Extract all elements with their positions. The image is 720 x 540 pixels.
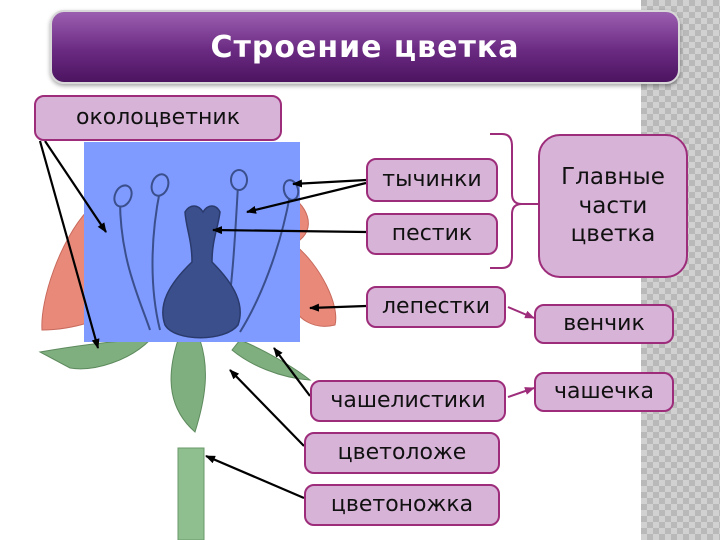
label-receptacle: цветоложе — [304, 432, 500, 474]
label-pedicel: цветоножка — [304, 484, 500, 526]
arrow-stamens-1 — [292, 178, 367, 188]
arrow-to-corolla — [507, 306, 535, 319]
stamen-filament — [119, 199, 151, 331]
arrow-pistil — [212, 226, 367, 235]
label-stamens: тычинки — [366, 158, 498, 202]
stamen-filament — [239, 194, 291, 333]
stamen-anther — [113, 184, 133, 208]
sepal-right — [231, 339, 312, 381]
label-corolla: венчик — [534, 304, 674, 344]
arrow-perianth-sepal — [38, 140, 100, 349]
stamen-filament — [151, 189, 161, 331]
label-pistil: пестик — [366, 213, 498, 255]
stamen-anther — [150, 173, 170, 197]
arrow-receptacle — [229, 369, 305, 447]
label-petals: лепестки — [366, 286, 506, 328]
page-title: Строение цветка — [210, 29, 520, 65]
arrow-petals — [309, 303, 367, 312]
arrow-sepals — [273, 347, 311, 397]
label-calyx: чашечка — [534, 372, 674, 412]
stamen-anther — [230, 169, 248, 191]
pistil-shape — [162, 205, 241, 339]
sepal-center — [170, 339, 206, 433]
label-main-parts: Главные части цветка — [538, 134, 688, 278]
title-bar: Строение цветка — [50, 10, 680, 84]
label-perianth: околоцветник — [34, 95, 282, 141]
flower-stem — [177, 447, 205, 540]
arrow-stamens-2 — [246, 181, 367, 214]
sepal-left — [38, 339, 152, 370]
arrow-perianth-petal — [44, 140, 107, 233]
arrow-to-calyx — [507, 387, 535, 398]
arrow-pedicel — [205, 454, 305, 500]
label-sepals: чашелистики — [310, 380, 506, 422]
